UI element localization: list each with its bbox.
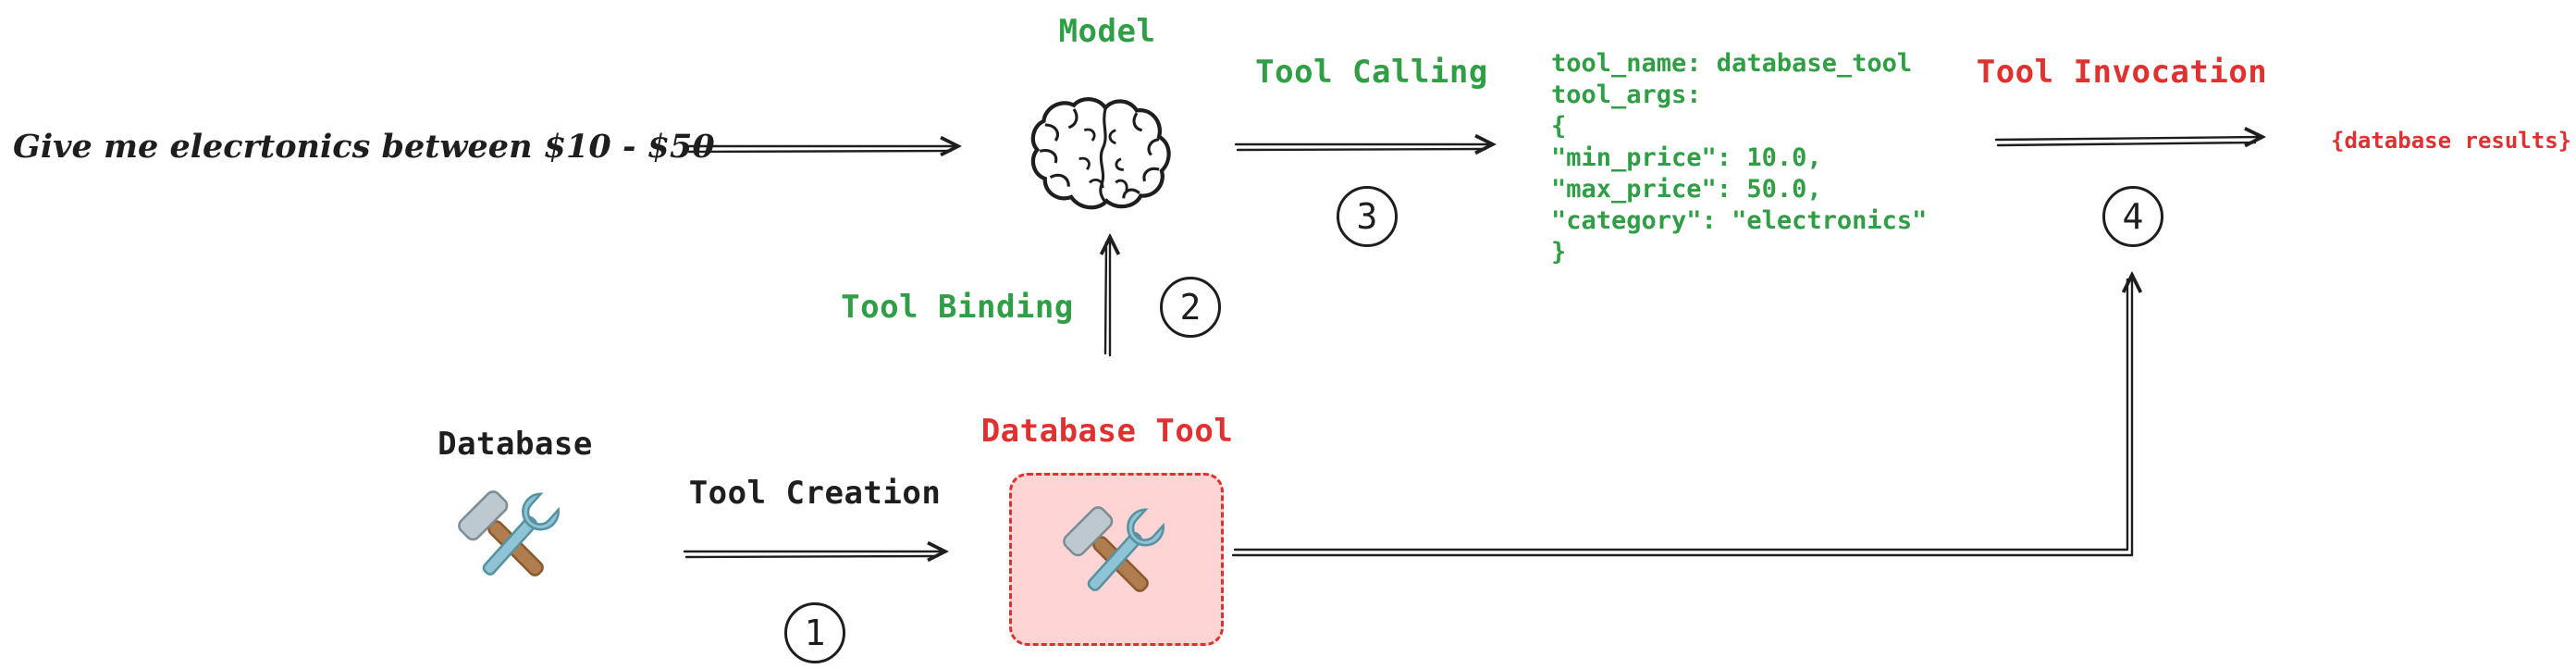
step-1-badge: 1: [784, 602, 845, 663]
hammer-wrench-icon: [1059, 502, 1169, 608]
model-label: Model: [1058, 13, 1156, 50]
arrow-tool-invocation: [1994, 137, 2261, 140]
user-query-text: Give me elecrtonics between $10 - $50: [13, 128, 715, 166]
tool-creation-label: Tool Creation: [688, 475, 942, 512]
step-3-badge: 3: [1337, 186, 1398, 247]
database-tool-label: Database Tool: [980, 413, 1234, 450]
tool-binding-label: Tool Binding: [841, 289, 1074, 326]
arrow-tool-invocation-echo: [1996, 141, 2257, 147]
step-2-number: 2: [1179, 287, 1202, 328]
arrow-tool-to-invocation: [1231, 277, 2132, 557]
database-results-text: {database results}: [2331, 128, 2572, 154]
database-label: Database: [438, 426, 593, 463]
brain-icon: [1030, 97, 1171, 210]
arrow-query-to-model-echo: [687, 149, 953, 154]
database-tool-box: [1009, 473, 1224, 646]
hammer-wrench-icon: [454, 487, 564, 592]
arrow-tool-calling-echo: [1236, 147, 1487, 152]
arrow-tool-binding-echo: [1103, 241, 1108, 355]
tool-invocation-label: Tool Invocation: [1976, 54, 2268, 91]
step-1-number: 1: [804, 613, 826, 653]
arrow-tool-to-invocation-echo: [1233, 278, 2129, 551]
step-4-number: 4: [2122, 196, 2144, 237]
step-2-badge: 2: [1160, 277, 1221, 338]
arrow-tool-creation-echo: [684, 554, 940, 559]
tool-calling-label: Tool Calling: [1255, 54, 1488, 91]
step-3-number: 3: [1356, 196, 1378, 237]
tool-call-code-block: tool_name: database_tool tool_args: { "m…: [1551, 49, 1928, 266]
step-4-badge: 4: [2102, 186, 2163, 247]
